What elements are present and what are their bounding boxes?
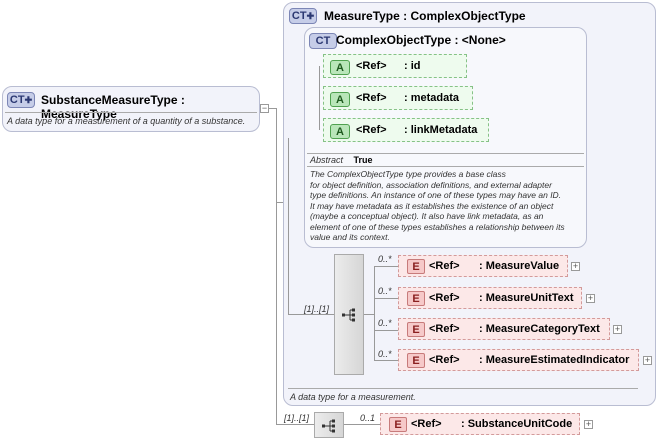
connector-line (276, 202, 284, 203)
element-badge: E (407, 291, 425, 306)
attribute-id[interactable]: A <Ref> : id (323, 54, 467, 78)
complex-object-title: ComplexObjectType : <None> (336, 33, 506, 47)
element-ref: <Ref> (429, 323, 460, 335)
element-name: : MeasureValue (479, 260, 560, 272)
element-measureestimatedindicator[interactable]: E <Ref> : MeasureEstimatedIndicator (398, 349, 639, 371)
element-badge: E (407, 259, 425, 274)
element-measureunittext[interactable]: E <Ref> : MeasureUnitText (398, 287, 582, 309)
expand-plus-icon[interactable]: − (260, 103, 269, 113)
connector-line (276, 424, 314, 425)
connector-line (374, 266, 375, 360)
connector-line (364, 314, 374, 315)
divider (307, 166, 584, 167)
element-multiplicity: 0..* (378, 254, 392, 264)
connector-line (288, 314, 334, 315)
sequence-multiplicity: [1]..[1] (304, 304, 330, 314)
attribute-badge: A (330, 124, 350, 139)
expand-plus-icon[interactable]: + (613, 324, 622, 334)
expand-plus-icon[interactable]: + (586, 293, 595, 303)
element-badge: E (407, 322, 425, 337)
sequence-multiplicity: [1]..[1] (284, 413, 310, 423)
complex-type-badge: CT✚ (7, 92, 35, 108)
element-multiplicity: 0..1 (360, 413, 376, 423)
element-measurevalue[interactable]: E <Ref> : MeasureValue (398, 255, 568, 277)
element-ref: <Ref> (429, 354, 460, 366)
attribute-name: : linkMetadata (404, 124, 478, 136)
connector-line (319, 66, 320, 130)
sequence-compositor[interactable] (334, 254, 364, 375)
abstract-row: Abstract True (310, 155, 373, 165)
element-name: : SubstanceUnitCode (461, 418, 573, 430)
attribute-badge: A (330, 92, 350, 107)
element-ref: <Ref> (429, 292, 460, 304)
element-substanceunitcode[interactable]: E <Ref> : SubstanceUnitCode (380, 413, 580, 435)
expand-plus-icon[interactable]: + (643, 355, 652, 365)
attribute-ref: <Ref> (356, 60, 387, 72)
element-name: : MeasureEstimatedIndicator (479, 354, 630, 366)
connector-line (374, 266, 398, 267)
connector-line (288, 138, 289, 314)
divider (288, 388, 638, 389)
sequence-compositor-icon (322, 418, 338, 434)
attribute-metadata[interactable]: A <Ref> : metadata (323, 86, 473, 110)
attribute-badge: A (330, 60, 350, 75)
sequence-compositor[interactable] (314, 412, 344, 438)
connector-line (374, 298, 398, 299)
expand-plus-icon[interactable]: + (584, 419, 593, 429)
element-ref: <Ref> (429, 260, 460, 272)
element-multiplicity: 0..* (378, 318, 392, 328)
element-name: : MeasureUnitText (479, 292, 574, 304)
divider (307, 153, 584, 154)
attribute-name: : metadata (404, 92, 460, 104)
element-multiplicity: 0..* (378, 286, 392, 296)
element-badge: E (389, 417, 407, 432)
element-multiplicity: 0..* (378, 349, 392, 359)
sequence-compositor-icon (342, 307, 358, 323)
element-badge: E (407, 353, 425, 368)
connector-line (276, 108, 277, 424)
divider (5, 112, 257, 113)
complex-type-badge: CT✚ (289, 8, 317, 24)
complex-type-badge: CT (309, 33, 337, 49)
root-type-description: A data type for a measurement of a quant… (7, 116, 246, 126)
connector-line (269, 108, 276, 109)
expand-plus-icon[interactable]: + (571, 261, 580, 271)
element-ref: <Ref> (411, 418, 442, 430)
attribute-linkmetadata[interactable]: A <Ref> : linkMetadata (323, 118, 489, 142)
connector-line (374, 360, 398, 361)
base-type-description: A data type for a measurement. (290, 392, 416, 402)
attribute-name: : id (404, 60, 421, 72)
documentation-text: The ComplexObjectType type provides a ba… (310, 169, 565, 242)
root-complex-type[interactable]: CT✚ SubstanceMeasureType : MeasureType A… (2, 86, 260, 132)
root-type-title: SubstanceMeasureType : MeasureType (41, 93, 185, 121)
attribute-ref: <Ref> (356, 92, 387, 104)
element-measurecategorytext[interactable]: E <Ref> : MeasureCategoryText (398, 318, 610, 340)
base-type-title: MeasureType : ComplexObjectType (324, 9, 526, 23)
connector-line (344, 424, 380, 425)
element-name: : MeasureCategoryText (479, 323, 600, 335)
connector-line (374, 330, 398, 331)
attribute-ref: <Ref> (356, 124, 387, 136)
